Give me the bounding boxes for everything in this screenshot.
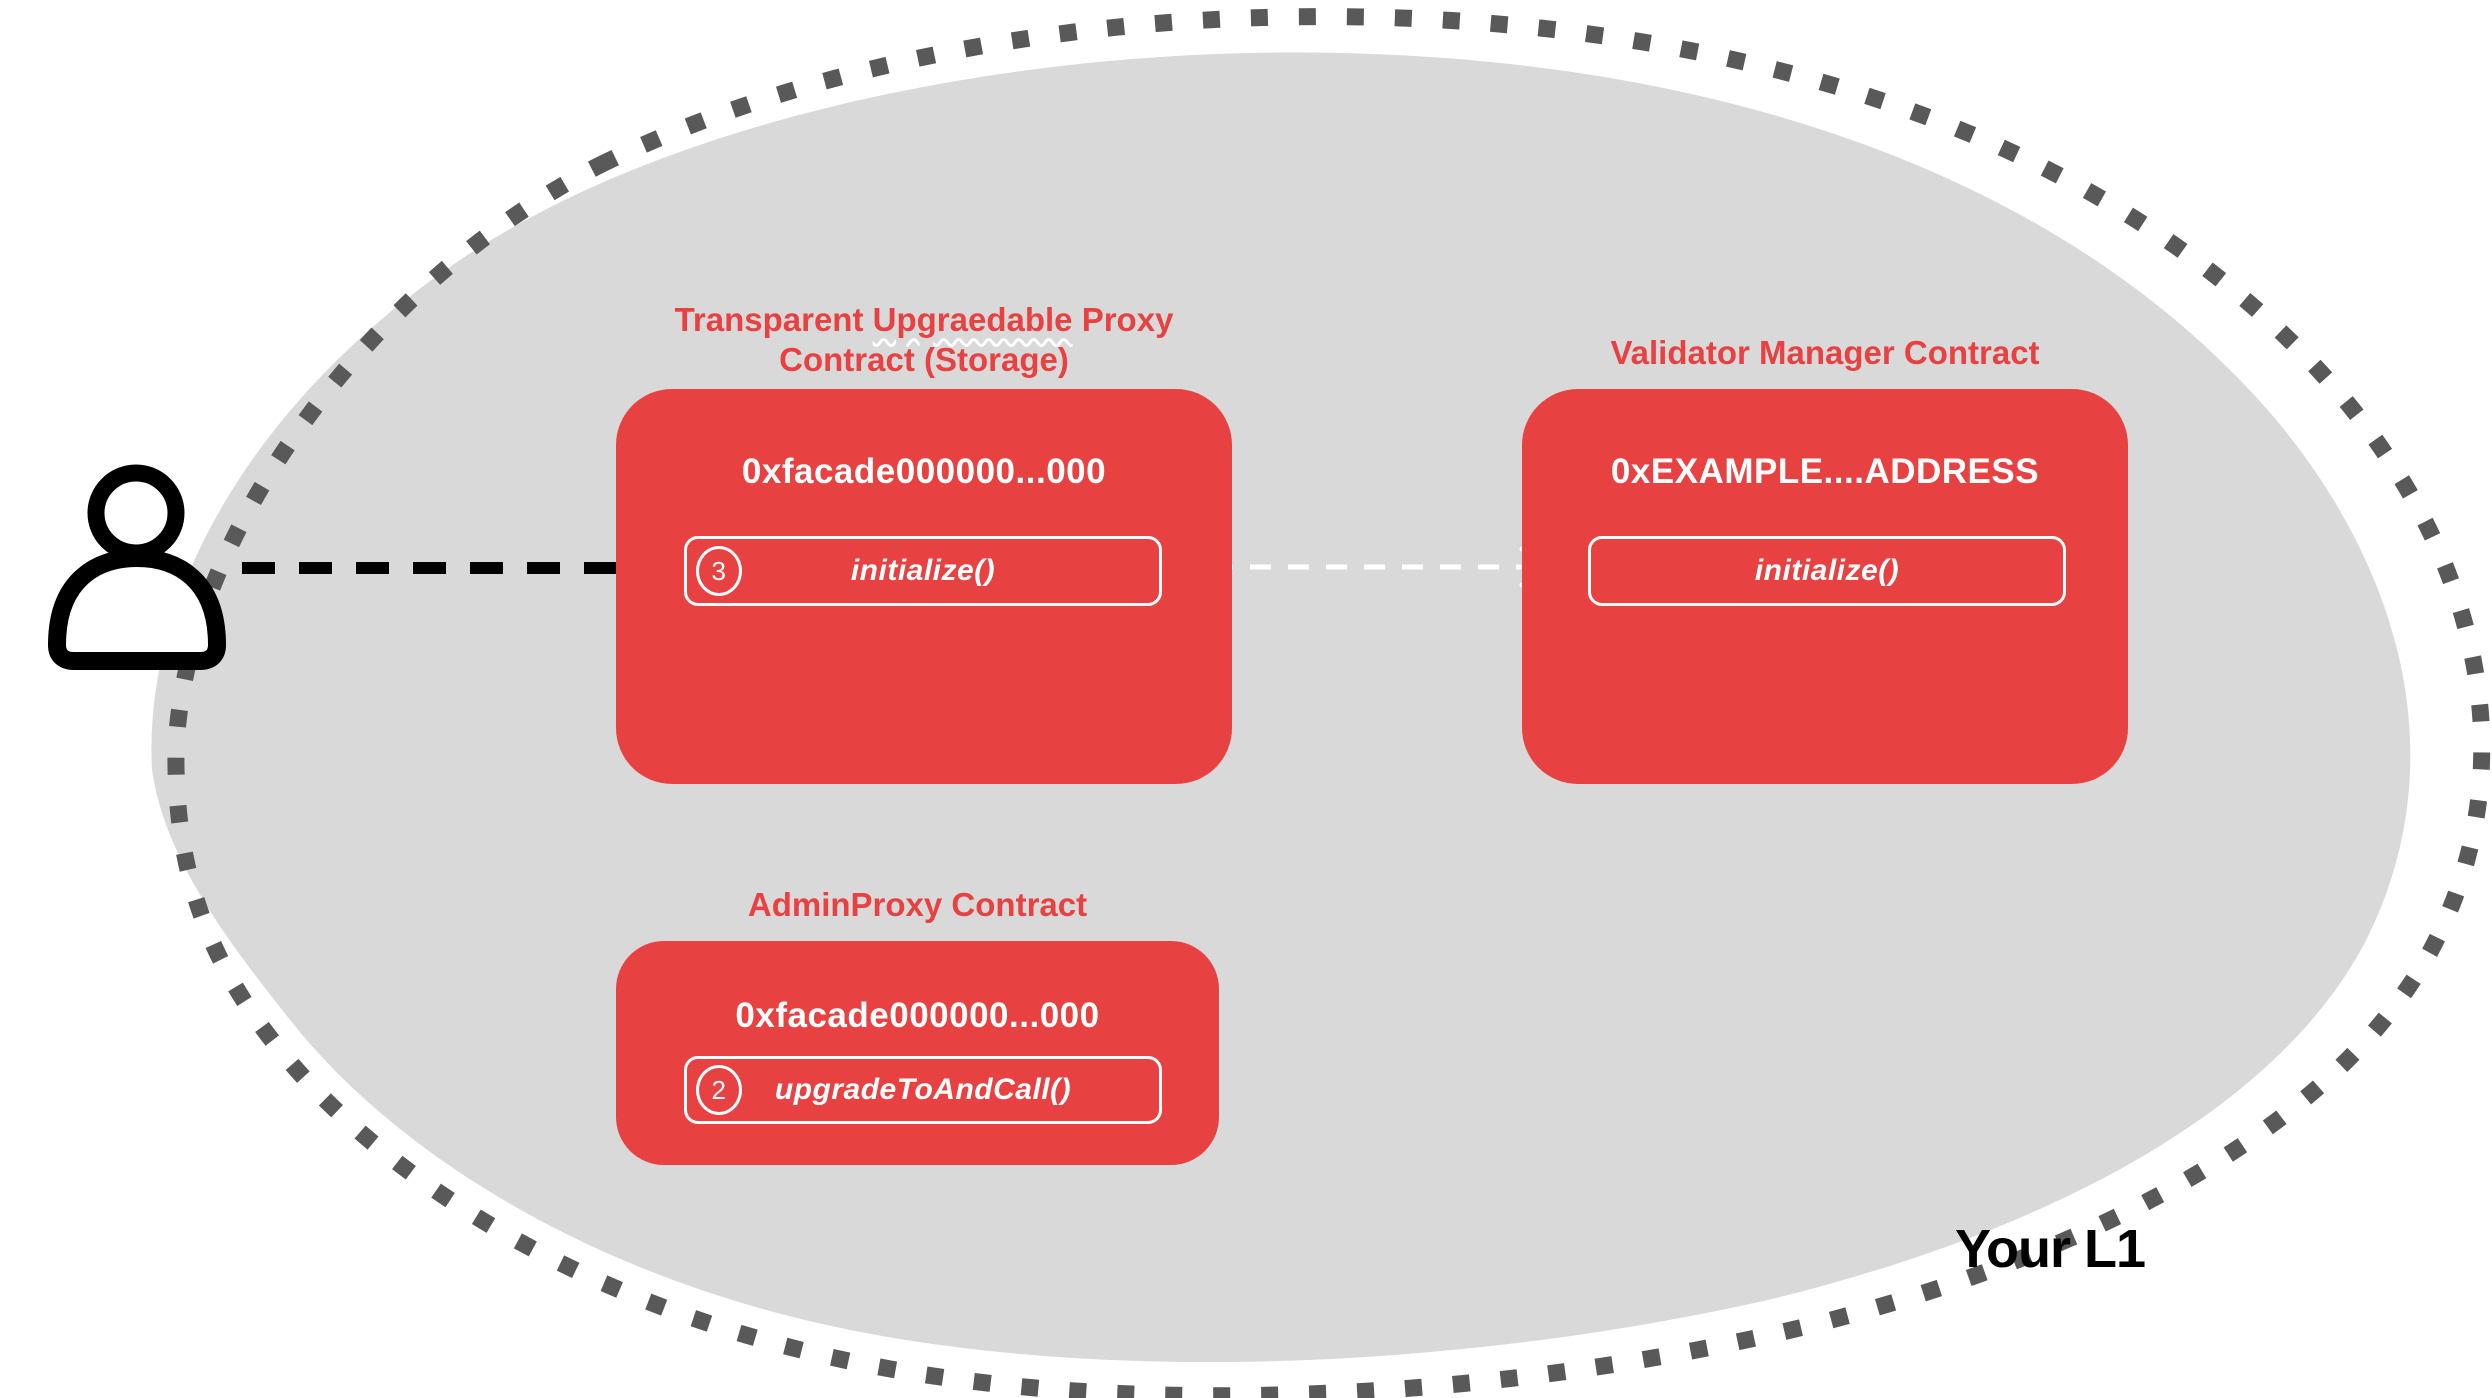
title-line2: Contract (Storage) <box>779 341 1069 378</box>
step-3-badge: 3 <box>696 546 742 596</box>
step-2-badge: 2 <box>696 1065 742 1115</box>
validator-manager-title: Validator Manager Contract <box>1610 334 2040 371</box>
region-label: Your L1 <box>1955 1219 2146 1279</box>
title-word: Proxy <box>1081 301 1174 338</box>
initialize-method-pill: 3 initialize() <box>684 536 1162 606</box>
admin-proxy-title: AdminProxy Contract <box>747 886 1088 923</box>
transparent-proxy-title: Transparent Upgraedable Proxy Contract (… <box>616 300 1232 380</box>
transparent-proxy-address: 0xfacade000000...000 <box>741 452 1107 491</box>
person-icon <box>48 464 226 670</box>
method-label: upgradeToAndCall() <box>774 1073 1072 1106</box>
l1-dotted-border <box>167 8 2491 1398</box>
admin-proxy-address: 0xfacade000000...000 <box>735 996 1100 1035</box>
title-word: Transparent <box>674 301 864 338</box>
title-word-misspelled: Upgraedable <box>872 301 1073 338</box>
validator-manager-contract-box <box>1522 389 2128 784</box>
validator-manager-address: 0xEXAMPLE....ADDRESS <box>1610 452 2040 491</box>
initialize-method-pill: initialize() <box>1588 536 2066 606</box>
method-label: initialize() <box>850 554 996 587</box>
admin-proxy-contract-box <box>616 941 1219 1165</box>
method-label: initialize() <box>1754 554 1900 587</box>
upgrade-to-and-call-method-pill: 2 upgradeToAndCall() <box>684 1056 1162 1124</box>
